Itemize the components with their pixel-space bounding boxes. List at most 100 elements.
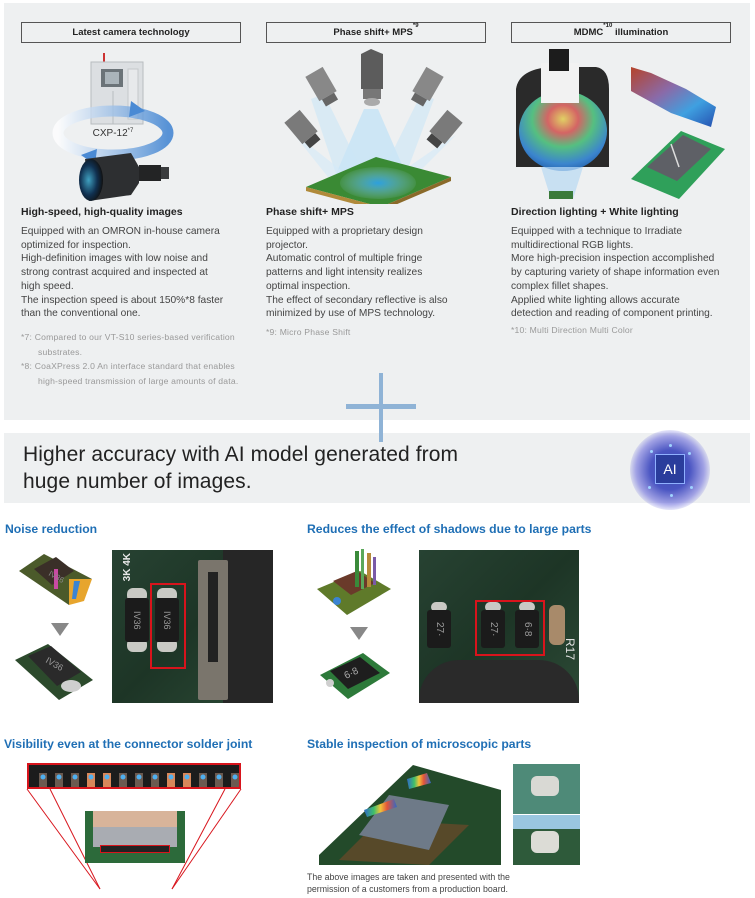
ai-dot: [669, 444, 672, 447]
capacitor-shadow: [419, 660, 579, 703]
feature-panel: Latest camera technology: [4, 3, 750, 420]
body-line: Equipped with an OMRON in-house camera: [21, 226, 220, 237]
feature-header: Latest camera technology: [21, 22, 241, 43]
illumination-illustration: [511, 49, 733, 204]
solder-joint: [87, 773, 95, 787]
connector-shadow: [223, 550, 273, 703]
solder-highlight: [200, 774, 206, 780]
footnotes: *10: Multi Direction Multi Color: [511, 323, 743, 338]
body-line: high speed.: [21, 280, 74, 292]
body-line: Applied white lighting allows accurate: [511, 294, 680, 306]
note-line: The above images are taken and presented…: [307, 872, 510, 882]
feature-header-text: MDMC: [573, 27, 604, 38]
diode-chip: IV36: [125, 598, 149, 642]
note-line: permission of a customers from a product…: [307, 884, 508, 894]
body-line: High-definition images with low noise an…: [21, 253, 208, 265]
feature-title: High-speed, high-quality images: [21, 206, 183, 218]
camera-system-icon: CXP-12*7: [52, 53, 174, 201]
ai-badge: AI: [655, 454, 685, 484]
resistor: [549, 605, 565, 645]
feature-header-sup: *10: [603, 23, 613, 29]
connector-slot: [208, 572, 218, 662]
ai-headline: Higher accuracy with AI model generated …: [23, 441, 458, 495]
solder-joint: [135, 773, 143, 787]
feature-phase-shift: Phase shift+ MPS*9: [266, 3, 488, 420]
highlight-box: [475, 600, 545, 656]
footnotes: *9: Micro Phase Shift: [266, 325, 498, 340]
solder-highlight: [72, 774, 78, 780]
solder-joint: [215, 773, 223, 787]
body-line: optimal inspection.: [266, 280, 351, 292]
connector-body: [93, 827, 177, 847]
body-line: The effect of secondary reflective is al…: [266, 294, 448, 306]
plus-icon-bar: [346, 404, 416, 409]
solder-highlight: [56, 774, 62, 780]
solder-highlight: [232, 774, 238, 780]
micro-3d-image: [319, 765, 501, 865]
projector-cameras-icon: [284, 49, 463, 211]
connector-pins-top: [93, 811, 177, 829]
connector-solder-row: [100, 845, 170, 853]
solder-joint: [71, 773, 79, 787]
noisy-3d-image: IV36: [14, 549, 94, 609]
section-title-noise-reduction: Noise reduction: [5, 522, 98, 536]
clean-3d-image: IV36: [13, 640, 95, 702]
feature-body: Equipped with a technique to Irradiate m…: [511, 225, 739, 321]
ai-dot: [648, 486, 651, 489]
feature-header: Phase shift+ MPS*9: [266, 22, 486, 43]
solder-joint: [199, 773, 207, 787]
micro-photo-bottom: [513, 815, 580, 865]
illumination-dome-icon: [516, 49, 725, 199]
body-line: optimized for inspection.: [21, 239, 131, 251]
ai-dot: [650, 450, 653, 453]
corrected-3d-chip-icon: 6·8: [320, 653, 390, 699]
solder-joint: [119, 773, 127, 787]
feature-camera: Latest camera technology: [21, 3, 243, 420]
footnote: *7: Compared to our VT-S10 series-based …: [21, 332, 235, 357]
body-line: Equipped with a technique to Irradiate: [511, 226, 683, 237]
solder-joint: [55, 773, 63, 787]
image-permission-note: The above images are taken and presented…: [307, 871, 510, 895]
body-line: The inspection speed is about 150%*8 fas…: [21, 294, 224, 306]
solder-highlight: [216, 774, 222, 780]
sot-chip: 6·8: [515, 610, 539, 648]
ai-headline-line: Higher accuracy with AI model generated …: [23, 443, 459, 466]
feature-mdmc: MDMC*10 illumination: [511, 3, 736, 420]
body-line: patterns and light intensity realizes: [266, 267, 423, 279]
feature-title: Phase shift+ MPS: [266, 206, 354, 218]
solder-joint: [231, 773, 239, 787]
micro-chip: [531, 776, 559, 796]
solder-joints-icon: [39, 773, 239, 787]
ai-dot: [688, 452, 691, 455]
feature-header-sup: *9: [412, 23, 419, 29]
feature-header-text: Phase shift+ MPS: [333, 27, 413, 38]
corrected-3d-image: 6·8: [318, 645, 392, 703]
body-line: Equipped with a proprietary design: [266, 226, 423, 237]
section-title-shadows: Reduces the effect of shadows due to lar…: [307, 522, 592, 536]
solder-joint: [103, 773, 111, 787]
arrow-down-icon: [350, 627, 368, 640]
solder-highlight: [88, 774, 94, 780]
section-title-microscopic: Stable inspection of microscopic parts: [307, 737, 532, 751]
pad: [431, 602, 447, 612]
shadow-3d-image: [315, 549, 393, 619]
footnotes: *7: Compared to our VT-S10 series-based …: [21, 330, 253, 388]
feature-title: Direction lighting + White lighting: [511, 206, 679, 218]
ai-chip-icon: AI: [630, 430, 710, 510]
body-line: projector.: [266, 239, 308, 251]
body-line: Automatic control of multiple fringe: [266, 253, 423, 265]
body-line: complex fillet shapes.: [511, 280, 609, 292]
solder-highlight: [40, 774, 46, 780]
sot-chip: 27·: [481, 610, 505, 648]
noisy-3d-chip-icon: IV36: [19, 554, 92, 605]
camera-illustration: CXP-12*7: [21, 49, 243, 204]
feature-header-suffix: illumination: [612, 27, 669, 38]
sot-chip: 27·: [427, 610, 451, 648]
noise-reduction-photo: IV36 IV36 3K 4K: [112, 550, 273, 703]
ai-dot: [670, 494, 673, 497]
ai-banner: Higher accuracy with AI model generated …: [4, 433, 750, 503]
micro-bg: [513, 815, 580, 829]
body-line: strong contrast acquired and inspected a…: [21, 267, 208, 279]
pad: [519, 602, 535, 612]
feature-body: Equipped with an OMRON in-house camera o…: [21, 225, 249, 321]
